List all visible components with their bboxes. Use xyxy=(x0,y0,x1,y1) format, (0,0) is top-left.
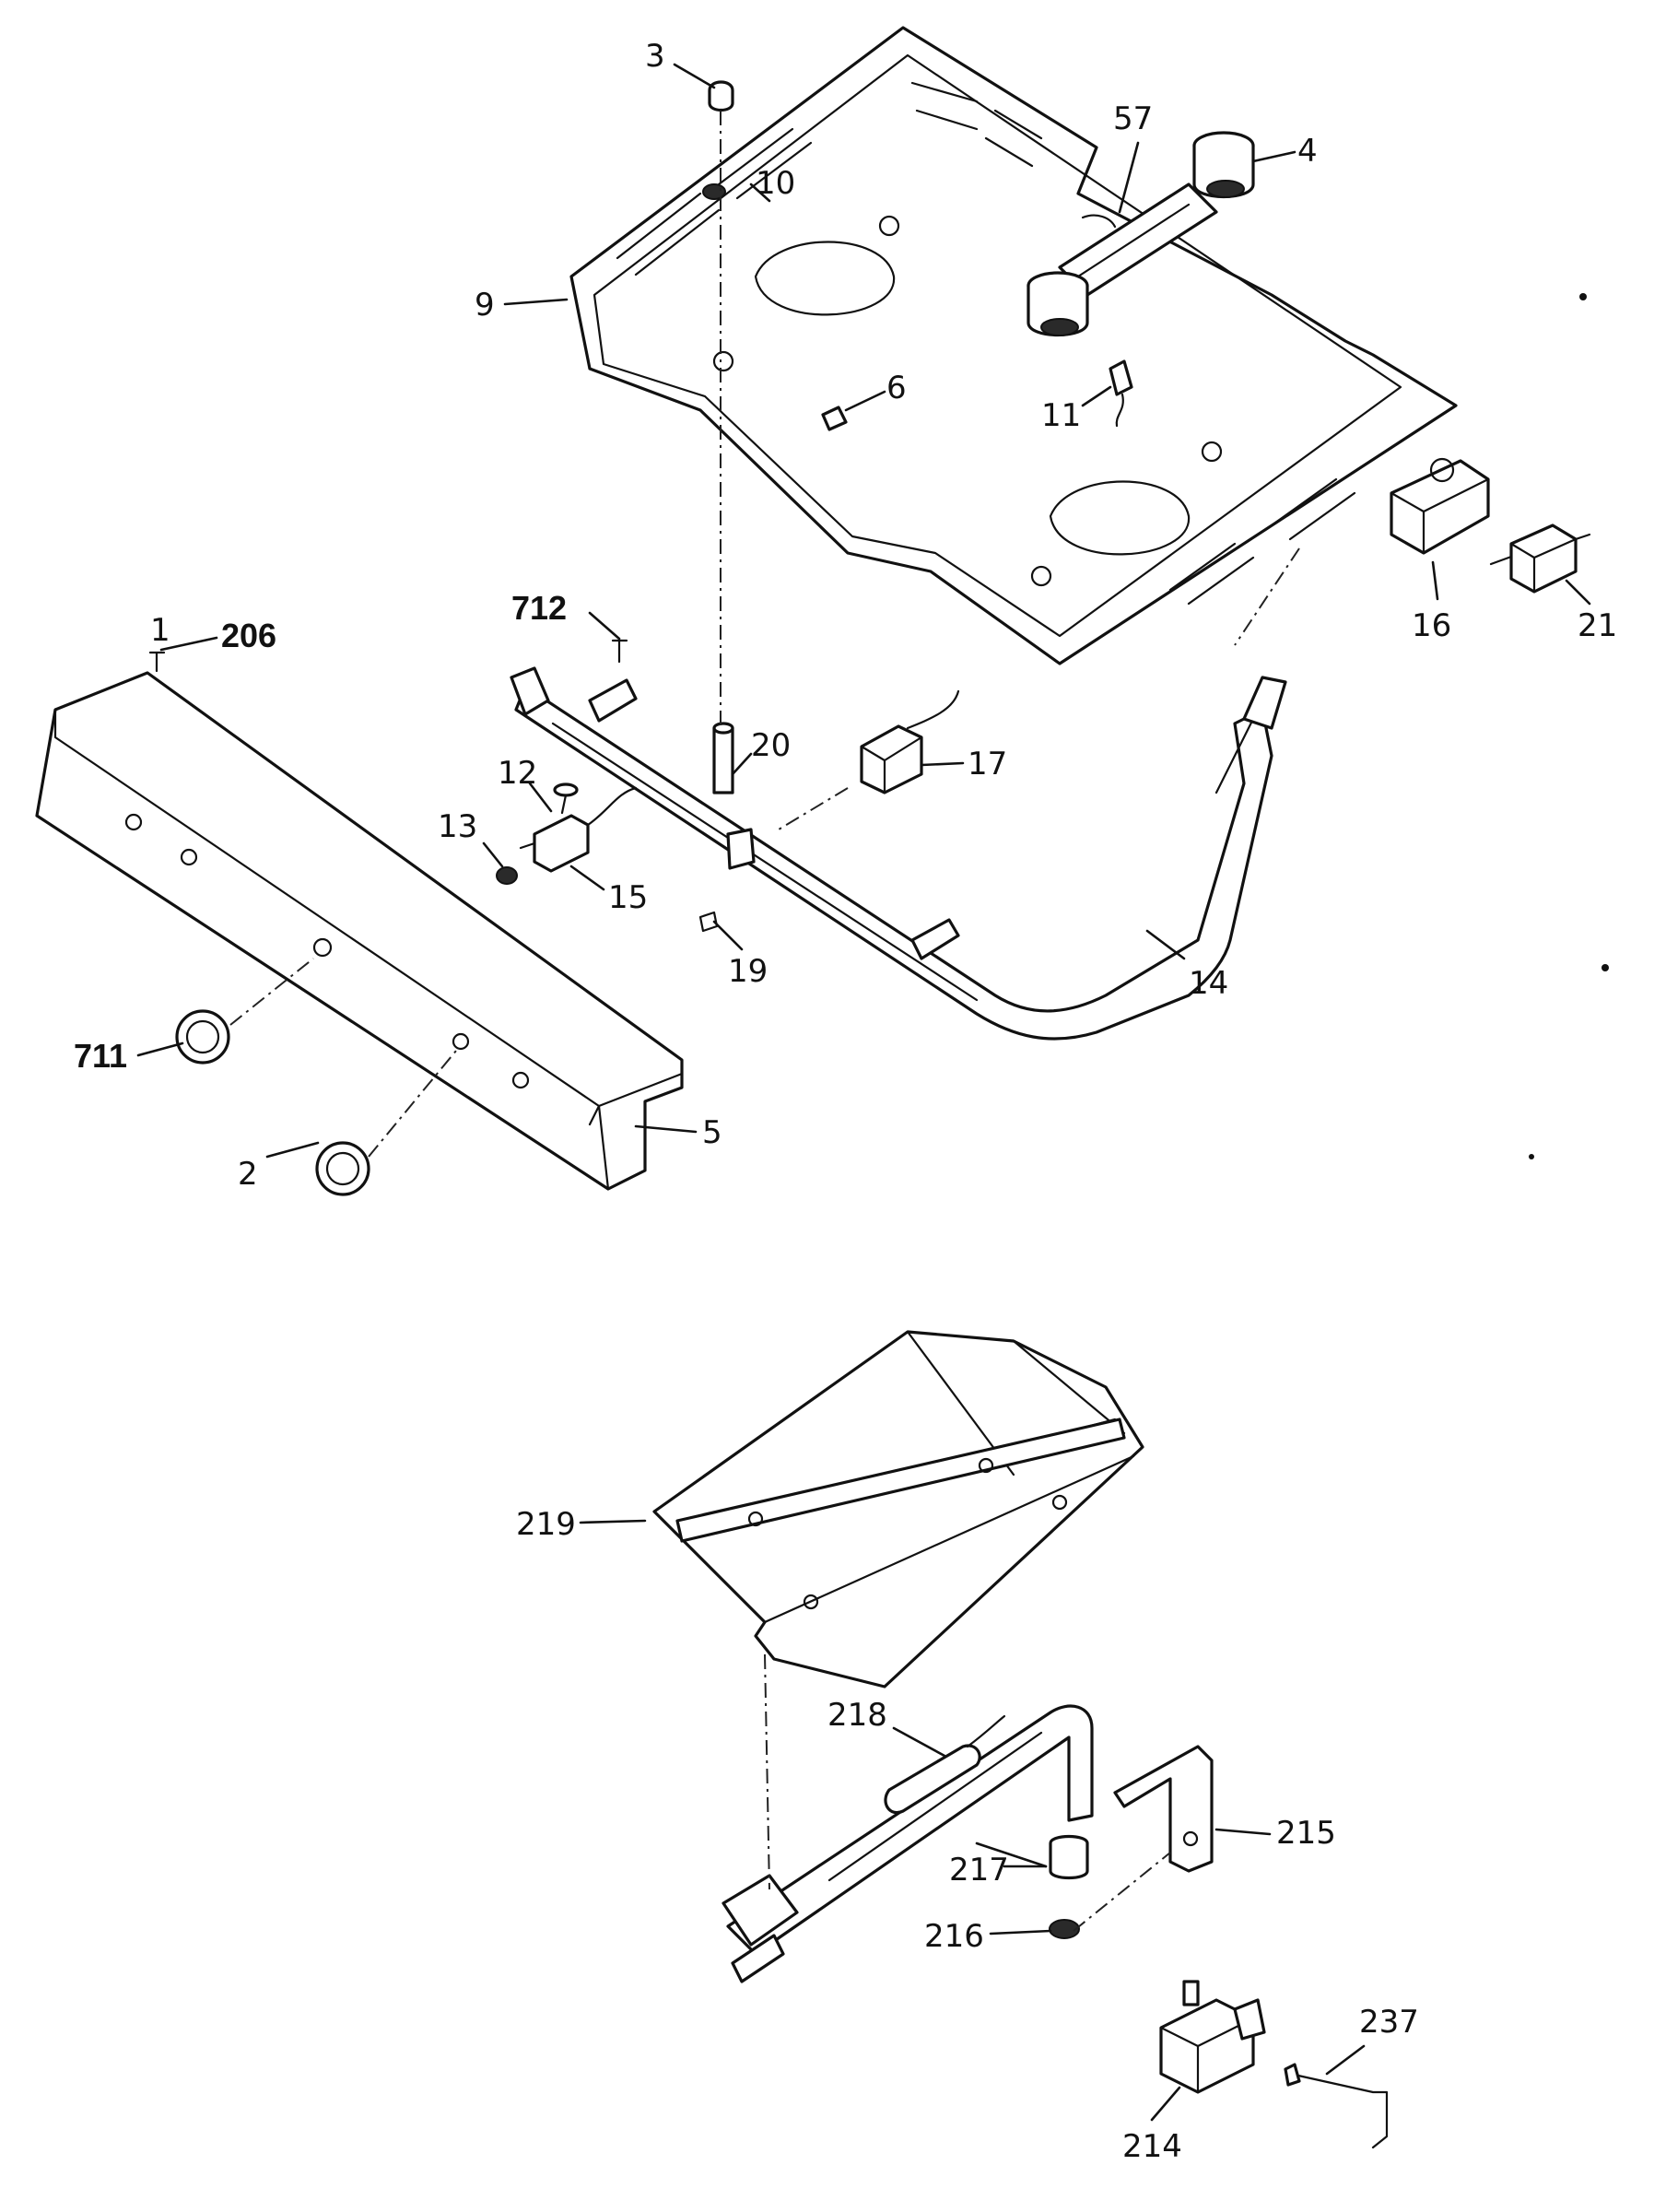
label-711: 711 xyxy=(74,1037,127,1075)
scan-specks xyxy=(1529,293,1609,1159)
label-16: 16 xyxy=(1412,607,1451,644)
thermocouple xyxy=(1284,2063,1389,2149)
broiler-bracket xyxy=(1113,1745,1214,1873)
label-13: 13 xyxy=(438,808,477,845)
ignitor-module xyxy=(860,689,960,794)
label-217: 217 xyxy=(949,1852,1009,1888)
label-5: 5 xyxy=(702,1114,722,1151)
label-712: 712 xyxy=(511,589,567,627)
assembly-axes xyxy=(229,111,1300,1932)
label-4: 4 xyxy=(1297,133,1318,170)
label-11: 11 xyxy=(1041,397,1081,434)
label-19: 19 xyxy=(728,953,768,990)
label-3: 3 xyxy=(645,38,665,75)
label-218: 218 xyxy=(827,1697,887,1734)
label-57: 57 xyxy=(1113,100,1153,137)
manifold-panel xyxy=(35,671,684,1191)
broiler-burner xyxy=(722,1704,1094,1983)
label-17: 17 xyxy=(968,746,1007,782)
ignition-switch xyxy=(1489,524,1591,594)
orifice-parts xyxy=(1049,1834,1089,1939)
callout-labels: 3 10 57 4 9 6 11 16 21 1 206 712 20 17 1… xyxy=(74,38,1617,2165)
orifice-and-screws xyxy=(148,639,734,933)
label-14: 14 xyxy=(1189,965,1228,1002)
label-12: 12 xyxy=(498,755,537,792)
broiler-heat-shield xyxy=(652,1330,1144,1688)
label-2: 2 xyxy=(238,1156,258,1193)
broiler-ignitor xyxy=(884,1714,1006,1815)
label-215: 215 xyxy=(1276,1815,1336,1852)
burner-box-pan xyxy=(569,26,1458,665)
label-15: 15 xyxy=(608,879,648,916)
burner-valve xyxy=(496,782,638,885)
label-6: 6 xyxy=(886,370,907,406)
leader-lines xyxy=(136,63,1591,2122)
label-206: 206 xyxy=(221,617,276,654)
gas-manifold xyxy=(510,666,1287,1041)
pressure-regulator xyxy=(1390,457,1490,555)
label-1: 1 xyxy=(150,612,170,649)
label-10: 10 xyxy=(756,165,795,202)
surface-burners xyxy=(1027,131,1255,337)
label-214: 214 xyxy=(1122,2128,1182,2165)
label-21: 21 xyxy=(1578,607,1617,644)
label-219: 219 xyxy=(516,1506,576,1543)
broiler-valve xyxy=(1159,1980,1266,2094)
label-237: 237 xyxy=(1359,2004,1419,2041)
label-20: 20 xyxy=(751,727,791,764)
control-knobs xyxy=(175,1009,370,1196)
label-216: 216 xyxy=(924,1918,984,1955)
label-9: 9 xyxy=(475,287,495,324)
